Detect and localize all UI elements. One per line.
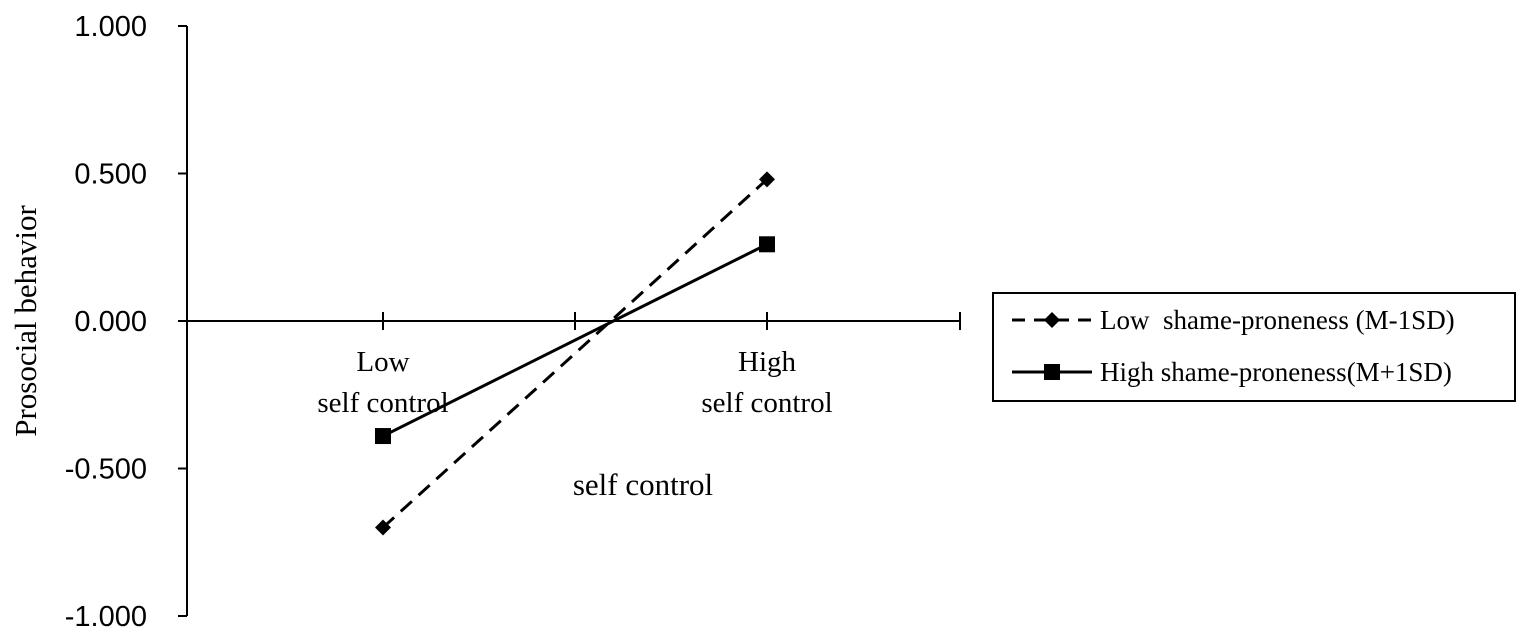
y-tick-label: 1.000 [74,11,147,43]
axes [186,26,960,616]
data-point-square [1044,364,1060,380]
series-layer [375,171,775,536]
legend: Low shame-proneness (M-1SD) High shame-pr… [992,292,1516,402]
y-tick-label: 0.500 [74,159,147,191]
series-group [375,236,775,445]
data-point-diamond [375,519,391,536]
y-axis-title: Prosocial behavior [8,205,43,437]
series-line-dashed [381,178,769,529]
data-point-diamond [1044,312,1060,328]
legend-box [992,292,1516,402]
x-tick-label: self control [701,387,832,419]
data-point-square [759,236,775,253]
legend-label: Low shame-proneness (M-1SD) [1100,305,1455,335]
y-axis-ticks: 1.000 0.500 0.000 -0.500 -1.000 [65,11,187,633]
x-tick-label: Low [356,346,409,378]
x-tick-label: High [738,346,797,378]
y-tick-label: 0.000 [74,306,147,338]
y-tick-label: -0.500 [65,454,147,486]
series-group [375,171,775,536]
x-axis-title: self control [573,467,713,502]
data-point-diamond [759,171,775,188]
series-line-solid [382,242,768,438]
data-point-square [375,428,391,445]
legend-label: High shame-proneness(M+1SD) [1100,357,1452,387]
y-tick-label: -1.000 [65,601,147,633]
